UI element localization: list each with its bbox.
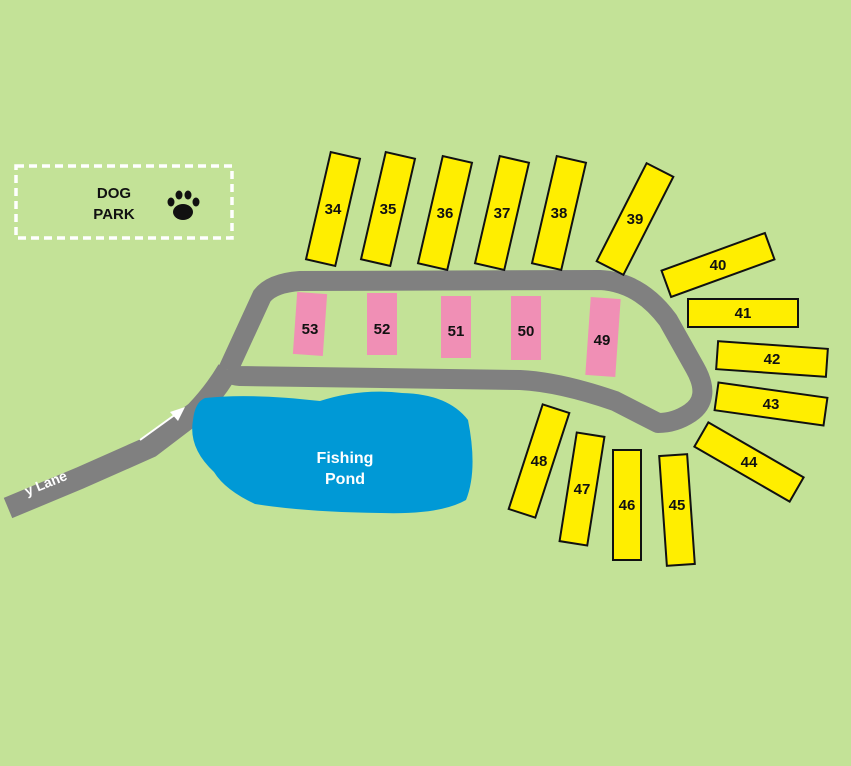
site-35[interactable]: 35 bbox=[359, 150, 417, 268]
site-39-label: 39 bbox=[627, 211, 644, 228]
site-49-label: 49 bbox=[594, 332, 611, 349]
center-sites: 53 52 51 50 49 bbox=[292, 292, 621, 377]
site-34-label: 34 bbox=[325, 201, 342, 218]
dog-park-label-line2: PARK bbox=[93, 206, 135, 223]
dog-park-label-line1: DOG bbox=[97, 185, 131, 202]
site-34[interactable]: 34 bbox=[304, 150, 362, 268]
east-sites: 40 41 42 43 44 bbox=[660, 231, 829, 503]
site-50[interactable]: 50 bbox=[511, 296, 541, 360]
site-39[interactable]: 39 bbox=[595, 161, 675, 277]
site-47[interactable]: 47 bbox=[558, 431, 606, 547]
site-49[interactable]: 49 bbox=[585, 297, 621, 377]
site-38[interactable]: 38 bbox=[530, 154, 588, 272]
site-48-label: 48 bbox=[531, 453, 548, 470]
site-45[interactable]: 45 bbox=[658, 453, 696, 567]
site-35-label: 35 bbox=[380, 201, 397, 218]
site-44[interactable]: 44 bbox=[693, 421, 805, 503]
site-37[interactable]: 37 bbox=[473, 154, 531, 272]
pond-shape bbox=[192, 391, 473, 514]
site-44-label: 44 bbox=[741, 454, 758, 471]
site-37-label: 37 bbox=[494, 205, 511, 222]
site-51[interactable]: 51 bbox=[441, 296, 471, 358]
south-sites: 45 46 47 48 bbox=[507, 403, 696, 567]
dog-park-boundary bbox=[14, 164, 234, 240]
site-43-label: 43 bbox=[763, 396, 780, 413]
site-47-label: 47 bbox=[574, 481, 591, 498]
site-38-label: 38 bbox=[551, 205, 568, 222]
site-50-label: 50 bbox=[518, 323, 535, 340]
site-51-label: 51 bbox=[448, 323, 465, 340]
north-sites: 34 35 36 37 38 39 bbox=[304, 150, 675, 277]
site-36[interactable]: 36 bbox=[416, 154, 474, 272]
site-53[interactable]: 53 bbox=[292, 292, 328, 356]
paw-print-icon bbox=[167, 190, 200, 220]
arrow-right-icon bbox=[139, 407, 185, 441]
site-53-label: 53 bbox=[302, 321, 319, 338]
dog-park[interactable]: DOG PARK bbox=[14, 164, 234, 240]
fishing-pond: Fishing Pond bbox=[192, 391, 473, 514]
site-43[interactable]: 43 bbox=[713, 381, 829, 427]
site-52[interactable]: 52 bbox=[367, 293, 397, 355]
site-40[interactable]: 40 bbox=[660, 231, 776, 299]
site-42[interactable]: 42 bbox=[715, 340, 829, 378]
site-42-label: 42 bbox=[764, 351, 781, 368]
site-45-label: 45 bbox=[669, 497, 686, 514]
site-36-label: 36 bbox=[437, 205, 454, 222]
site-52-label: 52 bbox=[374, 321, 391, 338]
loop-road bbox=[218, 270, 713, 433]
site-46-label: 46 bbox=[619, 497, 636, 514]
site-41-label: 41 bbox=[735, 305, 752, 322]
site-46[interactable]: 46 bbox=[612, 449, 642, 561]
site-40-label: 40 bbox=[710, 257, 727, 274]
site-41[interactable]: 41 bbox=[687, 298, 799, 328]
pond-label-line1: Fishing bbox=[317, 450, 374, 467]
site-48[interactable]: 48 bbox=[507, 403, 571, 519]
pond-label-line2: Pond bbox=[325, 471, 365, 488]
